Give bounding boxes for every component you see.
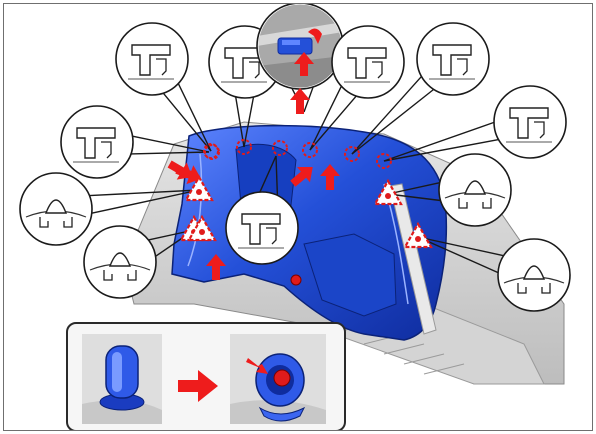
claw-triangle-dot [385,193,391,199]
next-step-arrow [178,370,218,402]
clip-detail-top-center-right [332,26,404,98]
clip-detail-upper-left [61,106,133,178]
clip-detail-top-photo [257,4,343,89]
cap-closed-step [82,334,162,424]
claw-triangle-dot [199,229,205,235]
claw-detail-lower-left [84,226,156,298]
cap-opened-step [230,334,326,424]
clip-detail-upper-right [494,86,566,158]
clip-detail-top-right [417,23,489,95]
clip-detail-top-left [116,23,188,95]
claw-triangle-dot [415,236,421,242]
screw-cap-inset-drawing [68,324,344,430]
clip-detail-center [226,192,298,264]
claw-triangle-dot [196,189,202,195]
claw-detail-right [439,154,511,226]
screw-cap-inset [66,322,346,431]
claw-detail-left [20,173,92,245]
claw-detail-lower-right [498,239,570,311]
diagram-frame [3,3,593,431]
